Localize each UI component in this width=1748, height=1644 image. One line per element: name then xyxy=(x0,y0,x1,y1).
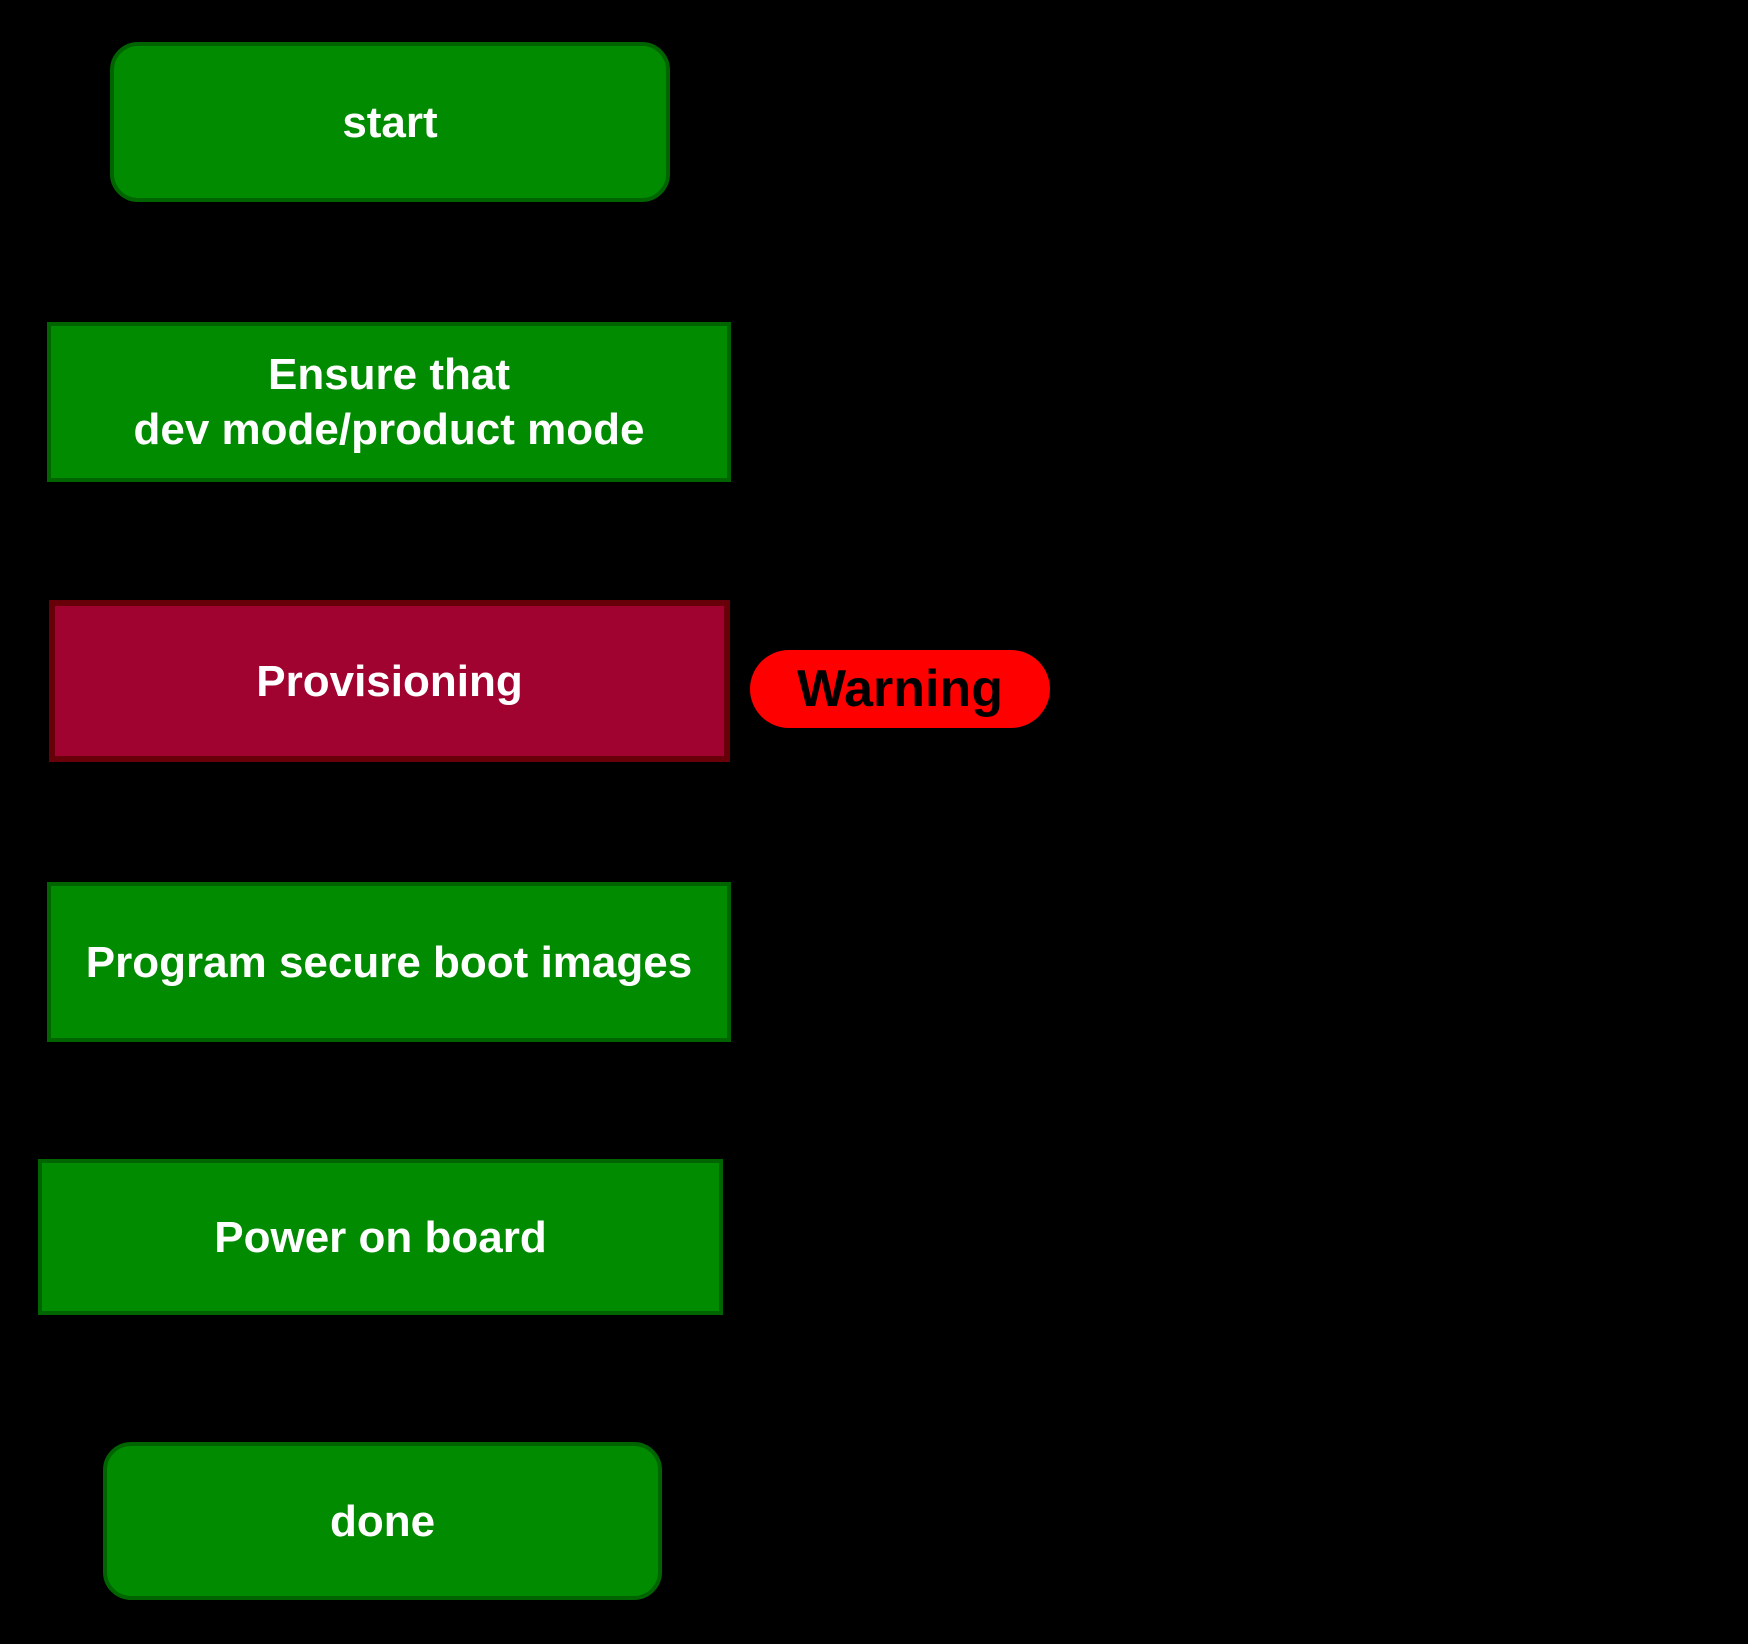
node-done: done xyxy=(103,1442,662,1600)
node-power-on-board-label: Power on board xyxy=(214,1212,547,1262)
node-start: start xyxy=(110,42,670,202)
warning-badge: Warning xyxy=(750,650,1050,728)
node-start-label: start xyxy=(342,97,438,147)
node-ensure-dev-mode-label: Ensure that dev mode/product mode xyxy=(134,347,645,457)
node-provisioning: Provisioning xyxy=(49,600,730,762)
node-ensure-dev-mode: Ensure that dev mode/product mode xyxy=(47,322,731,482)
warning-badge-label: Warning xyxy=(796,660,1004,718)
node-program-secure-boot-images: Program secure boot images xyxy=(47,882,731,1042)
node-ensure-dev-mode-label-line1: Ensure that xyxy=(267,350,511,399)
node-done-label: done xyxy=(329,1496,436,1546)
node-provisioning-label: Provisioning xyxy=(256,656,523,706)
node-ensure-dev-mode-label-line2: dev mode/product mode xyxy=(133,405,645,454)
node-program-secure-boot-images-label: Program secure boot images xyxy=(85,937,693,987)
node-power-on-board: Power on board xyxy=(38,1159,723,1315)
